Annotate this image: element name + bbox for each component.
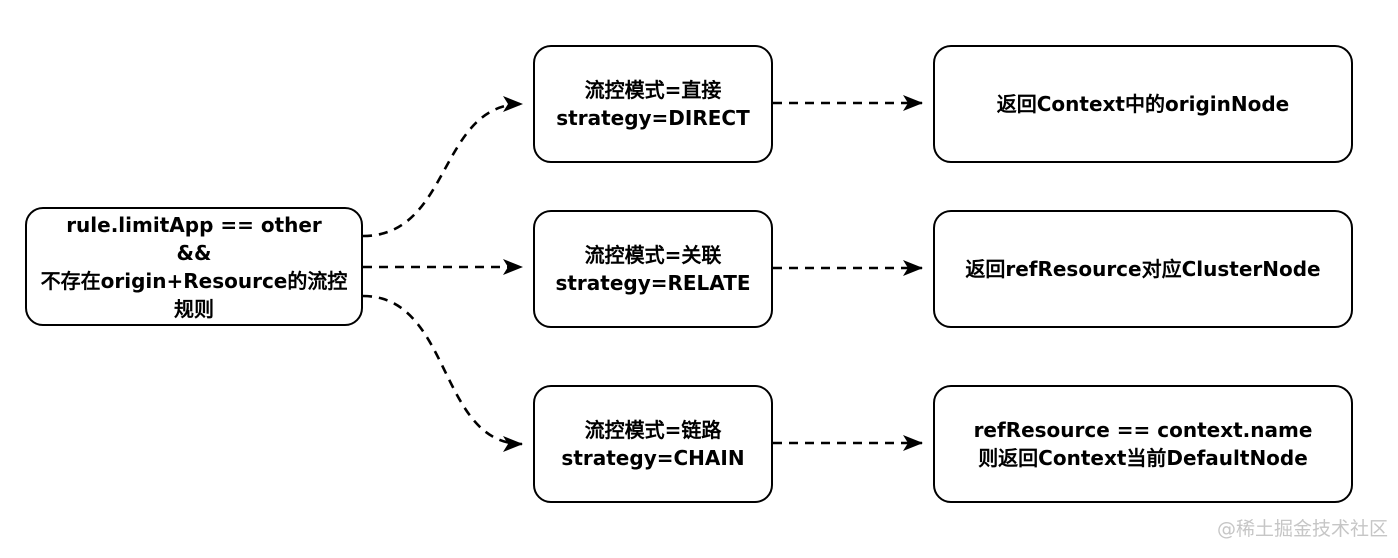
connector-root-to-direct	[362, 96, 523, 238]
connector-root-to-chain	[362, 294, 523, 452]
node-text-line: strategy=RELATE	[555, 271, 751, 295]
node-text-line: 不存在origin+Resource的流控	[40, 268, 348, 293]
node-mode-direct: 流控模式=直接 strategy=DIRECT	[533, 45, 773, 163]
node-text-line: 返回Context中的originNode	[996, 92, 1290, 116]
node-text-line: &&	[176, 240, 212, 265]
node-text-line: 则返回Context当前DefaultNode	[978, 446, 1308, 470]
node-text-line: 流控模式=链路	[584, 418, 722, 442]
node-mode-chain: 流控模式=链路 strategy=CHAIN	[533, 385, 773, 503]
node-root-condition: rule.limitApp == other && 不存在origin+Reso…	[25, 207, 363, 326]
node-text-line: rule.limitApp == other	[66, 212, 322, 237]
node-result-relate: 返回refResource对应ClusterNode	[933, 210, 1353, 328]
node-text-line: strategy=CHAIN	[561, 446, 745, 470]
node-result-direct: 返回Context中的originNode	[933, 45, 1353, 163]
watermark: @稀土掘金技术社区	[1216, 518, 1388, 540]
node-text-line: 规则	[174, 296, 214, 321]
node-text-line: 返回refResource对应ClusterNode	[965, 257, 1321, 281]
node-text-line: strategy=DIRECT	[556, 106, 750, 130]
node-text-line: 流控模式=直接	[584, 78, 722, 102]
node-text-line: 流控模式=关联	[584, 243, 722, 267]
node-text-line: refResource == context.name	[973, 418, 1313, 442]
node-result-chain: refResource == context.name 则返回Context当前…	[933, 385, 1353, 503]
node-mode-relate: 流控模式=关联 strategy=RELATE	[533, 210, 773, 328]
